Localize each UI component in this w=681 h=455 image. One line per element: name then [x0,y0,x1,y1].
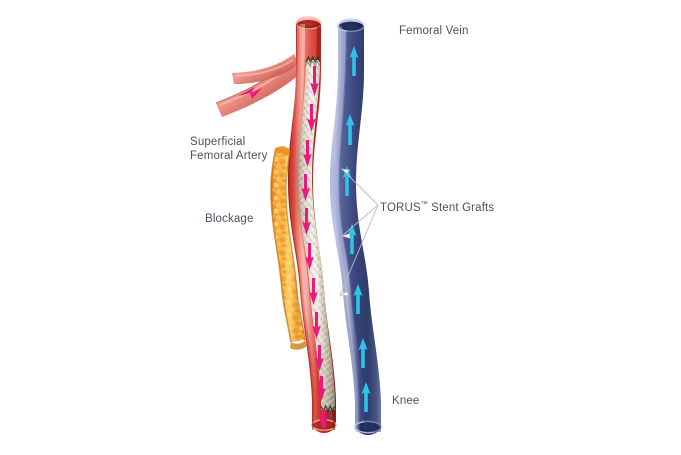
label-torus-stent-grafts: TORUS™ Stent Grafts [380,198,494,215]
label-femoral-vein: Femoral Vein [399,24,469,38]
leader-lines [338,168,379,297]
label-blockage-text: Blockage [205,213,254,225]
label-superficial-femoral-artery: Superficial Femoral Artery [190,135,268,163]
artery-branch [215,54,300,117]
label-sfa-line2: Femoral Artery [190,150,268,162]
label-torus-brand: TORUS [380,201,421,214]
trademark-symbol: ™ [420,201,428,208]
atherosclerotic-blockage [270,146,307,350]
label-torus-suffix: Stent Grafts [427,201,495,214]
label-knee: Knee [392,394,419,408]
femoral-vein [330,18,382,435]
label-femoral-vein-text: Femoral Vein [399,25,469,37]
label-blockage: Blockage [205,212,254,226]
venous-flow-arrows [342,46,371,412]
label-knee-text: Knee [392,395,420,407]
label-sfa-line1: Superficial [190,136,246,148]
arterial-flow-arrow [238,87,262,99]
arterial-flow-arrows [301,66,328,431]
